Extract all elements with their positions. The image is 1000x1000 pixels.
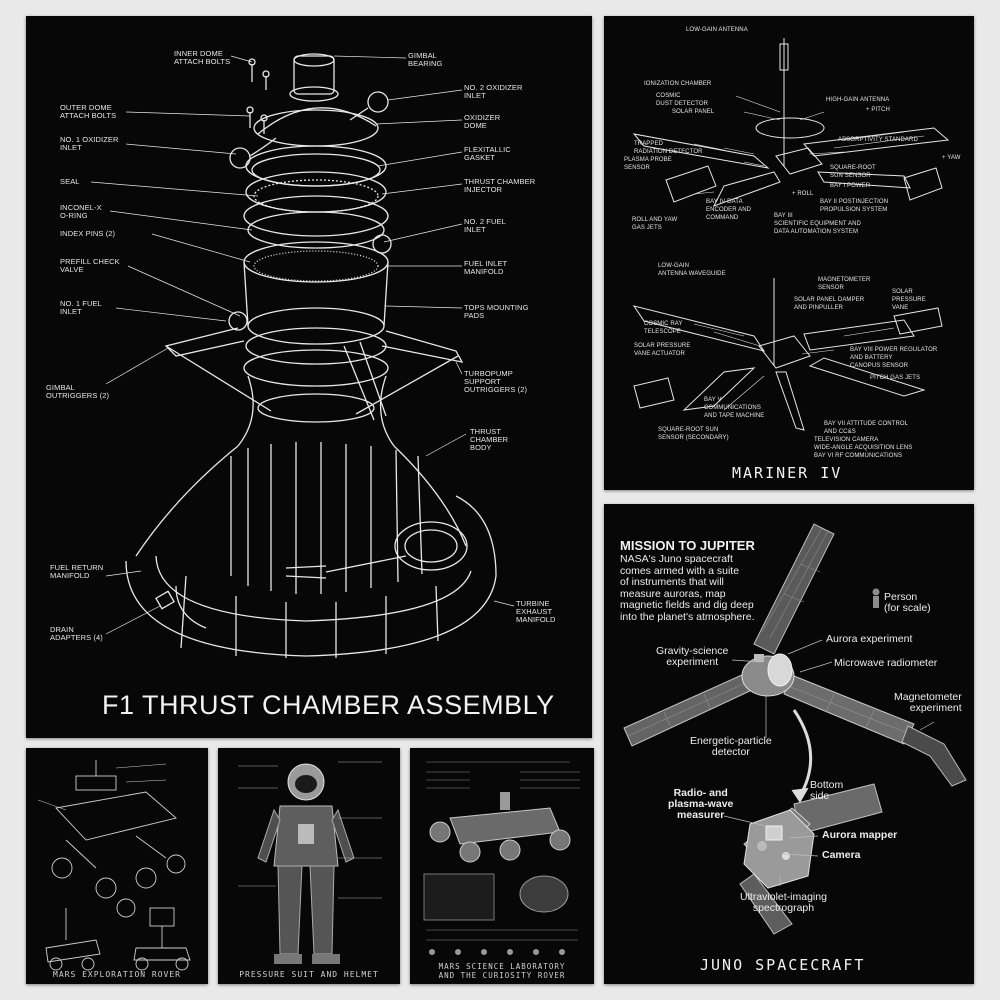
mariner-label-solar-panel: SOLAR PANEL	[672, 109, 715, 115]
juno-label-aurora-experiment: Aurora experiment	[826, 633, 913, 645]
mariner-label-low-gain-antenna: LOW-GAIN ANTENNA	[686, 27, 748, 33]
mariner-label-cosmic-dust-detector: COSMIC DUST DETECTOR	[656, 93, 709, 107]
mars-rover-drawing	[37, 760, 191, 971]
f1-title: F1 THRUST CHAMBER ASSEMBLY	[102, 690, 555, 720]
mariner-label-bay-v: BAY V COMMUNICATIONS AND TAPE MACHINE	[704, 397, 765, 419]
f1-label-inconel-oring: INCONEL-X O-RING	[60, 203, 102, 220]
f1-label-inner-dome-bolts: INNER DOME ATTACH BOLTS	[174, 49, 231, 66]
juno-heading: MISSION TO JUPITER	[620, 538, 755, 553]
mariner-poster: LOW-GAIN ANTENNA IONIZATION CHAMBER COSM…	[604, 16, 974, 490]
f1-label-prefill-check-valve: PREFILL CHECK VALVE	[60, 257, 120, 274]
f1-label-flexitallic-gasket: FLEXITALLIC GASKET	[464, 145, 511, 162]
msl-poster: MARS SCIENCE LABORATORY AND THE CURIOSIT…	[410, 748, 594, 984]
f1-label-tops-mounting-pads: TOPS MOUNTING PADS	[464, 303, 529, 320]
f1-label-seal: SEAL	[60, 177, 80, 186]
mariner-label-magnetometer: MAGNETOMETER SENSOR	[818, 277, 871, 291]
mariner-label-trapped-radiation: TRAPPED RADIATION DETECTOR	[634, 141, 703, 155]
juno-intro: NASA's Juno spacecraft comes armed with …	[620, 553, 755, 623]
mariner-label-pitch: + PITCH	[866, 107, 890, 113]
mariner-label-wide-angle-lens: WIDE-ANGLE ACQUISITION LENS	[814, 445, 913, 451]
mariner-label-bay-i: BAY I POWER	[830, 183, 871, 189]
pressure-suit-title: PRESSURE SUIT AND HELMET	[239, 970, 379, 979]
f1-label-thrust-chamber-body: THRUST CHAMBER BODY	[470, 427, 509, 452]
mariner-label-tv-camera: TELEVISION CAMERA	[814, 437, 879, 443]
mariner-label-vane-actuator: SOLAR PRESSURE VANE ACTUATOR	[634, 343, 691, 357]
f1-label-index-pins: INDEX PINS (2)	[60, 229, 116, 238]
mariner-label-bay-iv: BAY IV DATA ENCODER AND COMMAND	[706, 199, 752, 221]
mariner-label-absorptivity: ABSORPTIVITY STANDARD	[838, 137, 918, 143]
mars-rover-poster: MARS EXPLORATION ROVER	[26, 748, 208, 984]
mariner-label-roll-yaw-jets: ROLL AND YAW GAS JETS	[632, 217, 678, 231]
juno-label-person: Person (for scale)	[884, 591, 931, 614]
mariner-label-solar-panel-damper: SOLAR PANEL DAMPER AND PINPULLER	[794, 297, 865, 311]
mariner-label-bay-viii: BAY VIII POWER REGULATOR AND BATTERY	[850, 347, 938, 361]
f1-label-no2-oxidizer-inlet: NO. 2 OXIDIZER INLET	[464, 83, 523, 100]
f1-label-gimbal-outriggers: GIMBAL OUTRIGGERS (2)	[46, 383, 110, 400]
f1-label-fuel-inlet-manifold: FUEL INLET MANIFOLD	[464, 259, 508, 276]
f1-poster: INNER DOME ATTACH BOLTS OUTER DOME ATTAC…	[26, 16, 592, 738]
f1-label-outer-dome-bolts: OUTER DOME ATTACH BOLTS	[60, 103, 117, 120]
f1-label-no1-oxidizer-inlet: NO. 1 OXIDIZER INLET	[60, 135, 119, 152]
mariner-drawing	[632, 38, 950, 431]
mariner-label-solar-pressure-vane: SOLAR PRESSURE VANE	[892, 289, 926, 311]
juno-label-radio: Radio- and plasma-wave measurer	[668, 787, 734, 821]
mariner-label-ionization-chamber: IONIZATION CHAMBER	[644, 81, 712, 87]
pressure-suit-drawing	[238, 761, 382, 964]
mariner-title: MARINER IV	[732, 464, 843, 482]
f1-label-thrust-chamber-injector: THRUST CHAMBER INJECTOR	[464, 177, 536, 194]
mariner-label-bay-vii: BAY VII ATTITUDE CONTROL AND CC&S	[824, 421, 909, 435]
mariner-label-bay-ii: BAY II POSTINJECTION PROPULSION SYSTEM	[820, 199, 889, 213]
mariner-label-high-gain-antenna: HIGH-GAIN ANTENNA	[826, 97, 890, 103]
f1-label-no2-fuel-inlet: NO. 2 FUEL INLET	[464, 217, 506, 234]
juno-drawing	[623, 523, 967, 935]
juno-label-aurora-mapper: Aurora mapper	[822, 829, 898, 841]
mariner-label-yaw: + YAW	[942, 155, 961, 161]
juno-label-camera: Camera	[822, 849, 861, 861]
juno-label-energetic: Energetic-particle detector	[690, 735, 772, 758]
f1-label-drain-adapters: DRAIN ADAPTERS (4)	[50, 625, 103, 642]
mariner-label-bay-vi: BAY VI RF COMMUNICATIONS	[814, 453, 903, 459]
juno-label-microwave: Microwave radiometer	[834, 657, 938, 669]
juno-label-bottom-side: Bottom side	[810, 779, 844, 802]
mariner-label-cosmic-ray: COSMIC RAY TELESCOPE	[644, 321, 683, 335]
f1-label-gimbal-bearing: GIMBAL BEARING	[408, 51, 443, 68]
mariner-label-square-root-sun: SQUARE-ROOT SUN SENSOR	[830, 165, 876, 179]
f1-label-oxidizer-dome: OXIDIZER DOME	[464, 113, 501, 130]
f1-label-fuel-return-manifold: FUEL RETURN MANIFOLD	[50, 563, 104, 580]
msl-drawing	[423, 761, 580, 955]
mariner-label-sun-sensor-secondary: SQUARE-ROOT SUN SENSOR (SECONDARY)	[658, 427, 729, 441]
f1-label-turbopump-outriggers: TURBOPUMP SUPPORT OUTRIGGERS (2)	[464, 369, 528, 394]
mariner-label-lg-antenna-waveguide: LOW-GAIN ANTENNA WAVEGUIDE	[658, 263, 726, 277]
mariner-label-plasma-probe: PLASMA PROBE SENSOR	[624, 157, 672, 171]
juno-label-magnetometer: Magnetometer experiment	[894, 691, 962, 714]
juno-label-uv: Ultraviolet-imaging spectrograph	[740, 891, 827, 914]
mariner-label-roll: + ROLL	[792, 191, 814, 197]
f1-engine-drawing	[90, 53, 515, 658]
msl-title: MARS SCIENCE LABORATORY AND THE CURIOSIT…	[438, 962, 566, 980]
mars-rover-title: MARS EXPLORATION ROVER	[53, 970, 181, 979]
mariner-label-canopus: CANOPUS SENSOR	[850, 363, 909, 369]
f1-label-no1-fuel-inlet: NO. 1 FUEL INLET	[60, 299, 102, 316]
juno-label-gravity: Gravity-science experiment	[656, 645, 729, 668]
f1-label-turbine-exhaust-manifold: TURBINE EXHAUST MANIFOLD	[516, 599, 556, 624]
pressure-suit-poster: PRESSURE SUIT AND HELMET	[218, 748, 400, 984]
juno-poster: MISSION TO JUPITER NASA's Juno spacecraf…	[604, 504, 974, 984]
mariner-label-pitch-jets: PITCH GAS JETS	[870, 375, 921, 381]
juno-title: JUNO SPACECRAFT	[700, 956, 866, 974]
mariner-label-bay-iii: BAY III SCIENTIFIC EQUIPMENT AND DATA AU…	[774, 213, 861, 235]
